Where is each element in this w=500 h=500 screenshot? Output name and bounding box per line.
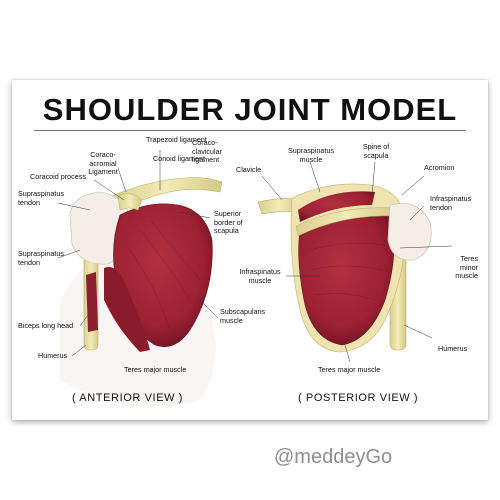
label-clavicle: Clavicle bbox=[236, 165, 262, 174]
label-supraspinatus-muscle: Supraspinatus muscle bbox=[288, 146, 334, 164]
label-supraspinatus-tendon-lower: Supraspinatus tendon bbox=[18, 249, 64, 267]
label-anterior-humerus: Humerus bbox=[38, 351, 68, 360]
label-anterior-teres-major: Teres major muscle bbox=[124, 365, 187, 374]
label-infraspinatus-muscle: Infraspinatus muscle bbox=[239, 267, 281, 285]
label-coracoacromial-ligament: Coraco-acromial Ligament bbox=[88, 150, 118, 176]
posterior-view-caption: ( POSTERIOR VIEW ) bbox=[298, 392, 419, 404]
label-teres-minor-muscle: Teres minor muscle bbox=[455, 254, 478, 280]
watermark: @meddeyGo bbox=[274, 446, 393, 468]
posterior-supraspinatus bbox=[298, 191, 375, 222]
anterior-model bbox=[69, 177, 223, 352]
label-infraspinatus-tendon: Infraspinatus tendon bbox=[430, 194, 472, 212]
anterior-teres-major bbox=[104, 266, 150, 352]
anterior-clavicle bbox=[111, 177, 223, 211]
posterior-model bbox=[257, 183, 432, 353]
label-conoid-ligament: Conoid ligament bbox=[153, 154, 205, 163]
anterior-coracoid bbox=[117, 193, 143, 211]
page-title: SHOULDER JOINT MODEL bbox=[42, 92, 458, 127]
label-supraspinatus-tendon-upper: Supraspinatus tendon bbox=[18, 189, 64, 207]
anterior-view-caption: ( ANTERIOR VIEW ) bbox=[72, 392, 184, 404]
label-subscapularis-muscle: Subscapularis muscle bbox=[220, 307, 266, 325]
label-posterior-humerus: Humerus bbox=[438, 344, 468, 353]
label-superior-border-scapula: Superior border of scapula bbox=[214, 209, 243, 235]
label-posterior-teres-major: Teres major muscle bbox=[318, 365, 381, 374]
label-spine-of-scapula: Spine of scapula bbox=[362, 142, 390, 160]
anterior-biceps bbox=[86, 272, 98, 332]
label-acromion: Acromion bbox=[424, 163, 455, 172]
label-biceps-long-head: Biceps long head bbox=[18, 321, 74, 330]
title-divider bbox=[34, 130, 466, 131]
label-coracoid-process: Coracoid process bbox=[30, 172, 86, 181]
label-coracoclavicular-ligament: Coraco- clavicular ligament bbox=[192, 138, 222, 164]
posterior-humeral-head bbox=[387, 203, 432, 261]
label-trapezoid-ligament: Trapezoid ligament bbox=[146, 135, 207, 144]
